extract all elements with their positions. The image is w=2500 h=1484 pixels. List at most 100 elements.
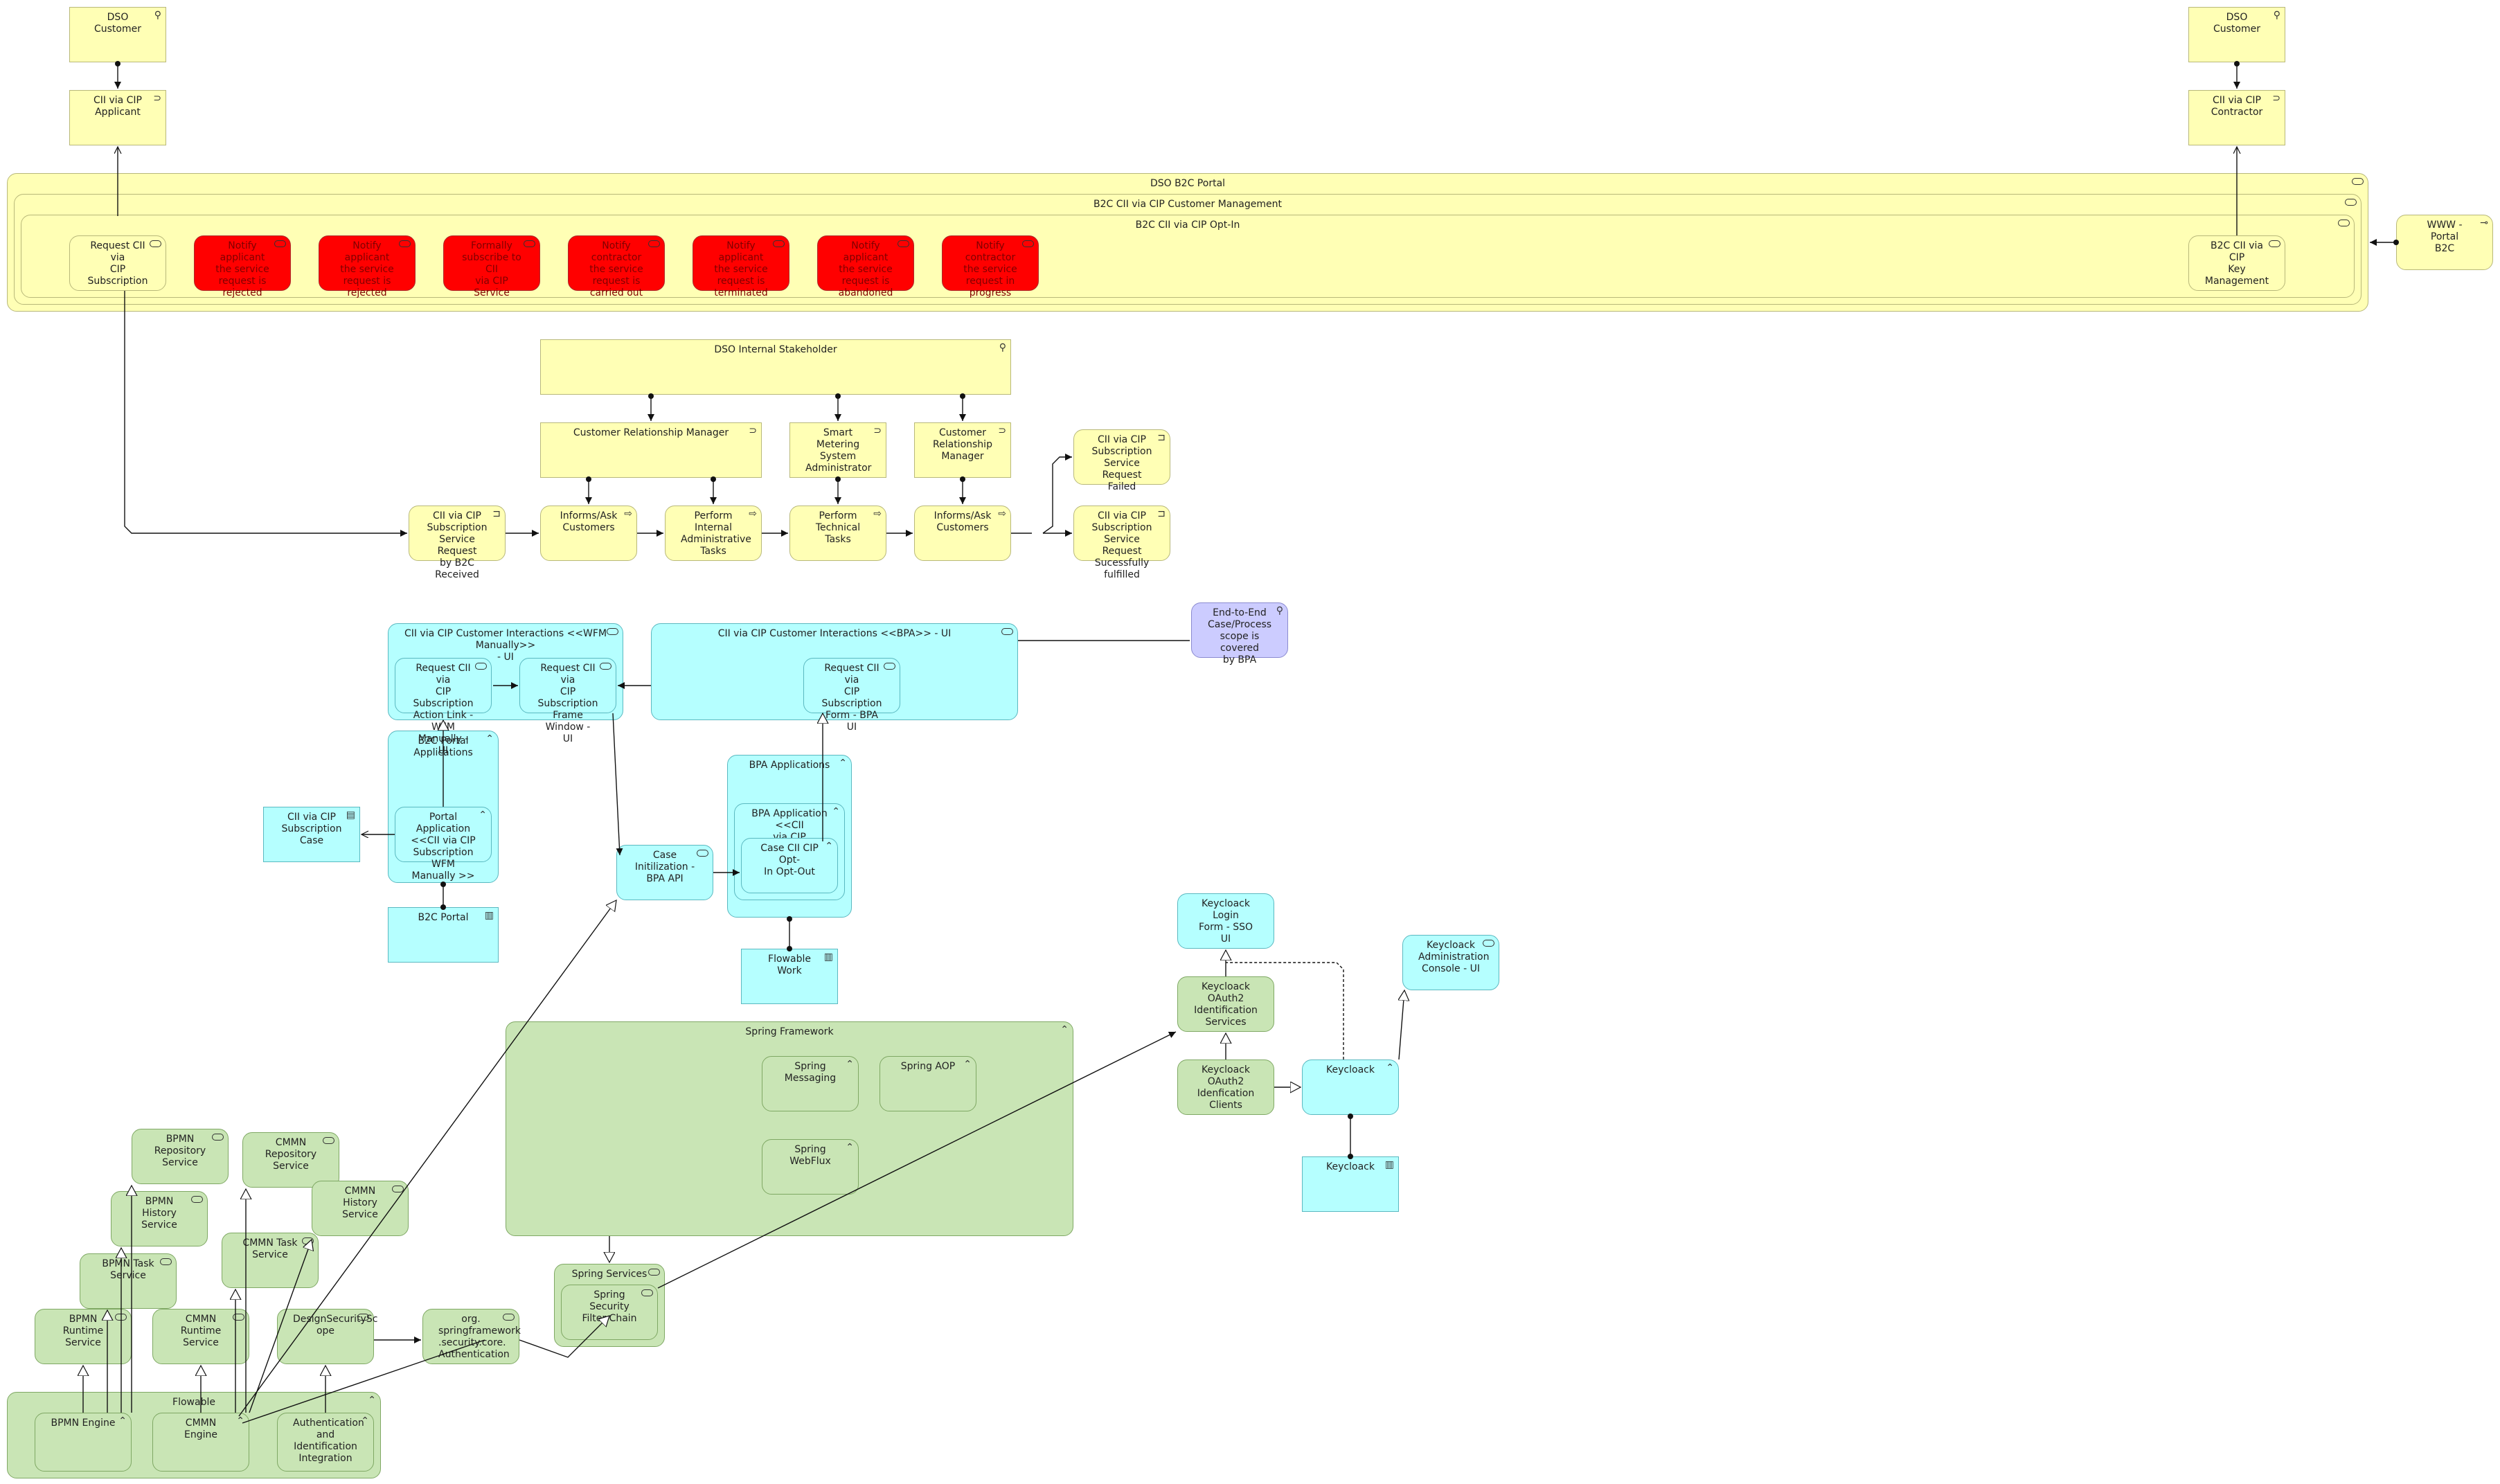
www-portal-box[interactable]: WWW - Portal B2C⊸	[2396, 215, 2493, 270]
service-icon	[475, 663, 487, 670]
role-icon: ⊃	[998, 425, 1006, 436]
org-spring-auth-box[interactable]: org. springframework .security.core. Aut…	[422, 1309, 521, 1364]
flowable-work-box[interactable]: Flowable Work▥	[741, 949, 838, 1004]
cii-contractor-box[interactable]: CII via CIP Contractor ⊃	[2188, 90, 2285, 145]
auth-integration-box[interactable]: Authentication and Identification Integr…	[277, 1413, 374, 1472]
notify-rejected-1-box[interactable]: Notify applicant the service request is …	[194, 235, 291, 298]
sm-admin-label: Smart Metering System Administrator	[805, 427, 872, 474]
bpa-note-box[interactable]: End-to-End Case/Process scope is covered…	[1191, 602, 1288, 665]
notify-contractor-progress-label: Notify contractor the service request in…	[963, 240, 1017, 298]
design-security-box[interactable]: DesignSecuritySc ope	[277, 1309, 377, 1364]
cmmn-engine-box[interactable]: CMMN Engine⌃	[152, 1413, 249, 1472]
kc-oauth-clients-label: Keycloack OAuth2 Idenfication Clients	[1197, 1064, 1255, 1111]
kc-oauth-clients-box[interactable]: Keycloack OAuth2 Idenfication Clients	[1177, 1060, 1274, 1115]
frame-window-box[interactable]: Request CII via CIP Subscription Frame W…	[519, 658, 616, 744]
kc-oauth-services-label: Keycloack OAuth2 Identification Services	[1194, 981, 1258, 1028]
kc-login-label: Keycloack Login Form - SSO UI	[1198, 898, 1253, 945]
keycloack-node-box[interactable]: Keycloack▥	[1302, 1156, 1399, 1212]
service-icon	[607, 628, 618, 635]
bpmn-repo-label: BPMN Repository Service	[154, 1134, 206, 1168]
perform-internal-label: Perform Internal Administrative Tasks	[681, 510, 751, 557]
bpmn-engine-box[interactable]: BPMN Engine⌃	[35, 1413, 132, 1472]
service-icon	[648, 1269, 660, 1276]
service-icon	[1001, 628, 1013, 635]
b2c-key-mgmt-box[interactable]: B2C CII via CIP Key Management	[2188, 235, 2285, 291]
dso-customer-2-label: DSO Customer	[2213, 12, 2260, 35]
kc-admin-console-box[interactable]: Keycloack Administration Console - UI	[1402, 935, 1499, 990]
cmmn-task-box[interactable]: CMMN Task Service	[222, 1233, 319, 1288]
service-icon	[323, 1137, 334, 1144]
informs-2-label: Informs/Ask Customers	[934, 510, 992, 533]
notify-rejected-2-box[interactable]: Notify applicant the service request is …	[319, 235, 416, 298]
kc-admin-console-label: Keycloack Administration Console - UI	[1418, 940, 1490, 974]
req-success-box[interactable]: CII via CIP Subscription Service Request…	[1073, 506, 1170, 580]
spring-security-chain-box[interactable]: Spring Security Filter Chain	[561, 1285, 658, 1340]
cii-contractor-label: CII via CIP Contractor	[2211, 95, 2263, 118]
notify-contractor-carried-box[interactable]: Notify contractor the service request is…	[568, 235, 665, 298]
action-link-box[interactable]: Request CII via CIP Subscription Action …	[395, 658, 492, 756]
portal-app-label: Portal Application <<CII via CIP Subscri…	[411, 812, 476, 882]
portal-app-box[interactable]: Portal Application <<CII via CIP Subscri…	[395, 807, 492, 882]
formally-subscribe-box[interactable]: Formally subscribe to CII via CIP Servic…	[443, 235, 540, 298]
perform-technical-box[interactable]: Perform Technical Tasks⇨	[789, 506, 886, 561]
process-icon: ⇨	[749, 508, 757, 519]
role-icon: ⊃	[153, 93, 161, 104]
subscription-case-box[interactable]: CII via CIP Subscription Case▤	[263, 807, 360, 862]
cii-applicant-box[interactable]: CII via CIP Applicant⊃	[69, 90, 166, 145]
sm-admin-box[interactable]: Smart Metering System Administrator⊃	[789, 422, 886, 478]
cmmn-runtime-label: CMMN Runtime Service	[180, 1314, 222, 1348]
service-icon	[115, 1314, 127, 1321]
service-icon	[898, 240, 909, 247]
service-icon	[1022, 240, 1034, 247]
event-icon: ⊐	[1157, 432, 1166, 443]
bpmn-task-box[interactable]: BPMN Task Service	[80, 1253, 177, 1309]
dso-b2c-portal-label: DSO B2C Portal	[1150, 178, 1226, 189]
dso-customer-1-box[interactable]: DSO Customer⚲	[69, 7, 166, 62]
keycloack-comp-label: Keycloack	[1326, 1064, 1375, 1075]
bpmn-runtime-box[interactable]: BPMN Runtime Service	[35, 1309, 132, 1364]
edge-request-received	[124, 291, 407, 537]
informs-1-box[interactable]: Informs/Ask Customers⇨	[540, 506, 637, 561]
informs-2-box[interactable]: Informs/Ask Customers⇨	[914, 506, 1011, 561]
b2c-portal-node-box[interactable]: B2C Portal▥	[388, 907, 499, 963]
spring-webflux-box[interactable]: Spring WebFlux⌃	[762, 1139, 859, 1195]
action-link-label: Request CII via CIP Subscription Action …	[413, 663, 474, 756]
bpmn-runtime-label: BPMN Runtime Service	[62, 1314, 104, 1348]
notify-contractor-progress-box[interactable]: Notify contractor the service request in…	[942, 235, 1039, 298]
cmmn-repo-box[interactable]: CMMN Repository Service	[242, 1132, 339, 1188]
dso-customer-2-box[interactable]: DSO Customer⚲	[2188, 7, 2285, 62]
service-icon	[1483, 940, 1494, 947]
keycloack-comp-box[interactable]: Keycloack⌃	[1302, 1060, 1399, 1115]
request-subscription-box[interactable]: Request CII via CIP Subscription	[69, 235, 166, 291]
req-received-box[interactable]: CII via CIP Subscription Service Request…	[409, 506, 506, 580]
bpa-form-box[interactable]: Request CII via CIP Subscription Form - …	[803, 658, 900, 733]
cmmn-history-box[interactable]: CMMN History Service	[312, 1181, 409, 1236]
bpmn-repo-box[interactable]: BPMN Repository Service	[132, 1129, 229, 1184]
flowable-work-label: Flowable Work	[768, 954, 811, 976]
spring-framework-box[interactable]: Spring Framework⌃	[506, 1021, 1073, 1236]
notify-abandoned-box[interactable]: Notify applicant the service request is …	[817, 235, 914, 298]
b2c-portal-node-label: B2C Portal	[418, 912, 469, 923]
cmmn-runtime-box[interactable]: CMMN Runtime Service	[152, 1309, 249, 1364]
req-failed-box[interactable]: CII via CIP Subscription Service Request…	[1073, 429, 1170, 492]
service-icon	[503, 1314, 515, 1321]
spring-messaging-box[interactable]: Spring Messaging⌃	[762, 1056, 859, 1111]
case-optout-box[interactable]: Case CII CIP Opt- In Opt-Out⌃	[741, 838, 838, 893]
perform-internal-box[interactable]: Perform Internal Administrative Tasks⇨	[665, 506, 762, 561]
case-init-box[interactable]: Case Initilization - BPA API	[616, 845, 713, 900]
component-icon: ⌃	[846, 1059, 854, 1070]
notify-terminated-box[interactable]: Notify applicant the service request is …	[693, 235, 789, 298]
kc-oauth-services-box[interactable]: Keycloack OAuth2 Identification Services	[1177, 976, 1274, 1032]
data-icon: ▤	[346, 810, 355, 821]
kc-login-box[interactable]: Keycloack Login Form - SSO UI	[1177, 893, 1274, 949]
component-icon: ⌃	[485, 733, 494, 744]
dso-internal-box[interactable]: DSO Internal Stakeholder⚲	[540, 339, 1011, 395]
component-icon: ⌃	[236, 1415, 244, 1427]
role-icon: ⊃	[2272, 93, 2280, 104]
bpmn-history-box[interactable]: BPMN History Service	[111, 1191, 208, 1246]
crm-role-2-box[interactable]: Customer Relationship Manager⊃	[914, 422, 1011, 478]
crm-role-1-box[interactable]: Customer Relationship Manager⊃	[540, 422, 762, 478]
spring-aop-box[interactable]: Spring AOP⌃	[880, 1056, 976, 1111]
component-icon: ⌃	[118, 1415, 127, 1427]
role-icon: ⊃	[873, 425, 882, 436]
